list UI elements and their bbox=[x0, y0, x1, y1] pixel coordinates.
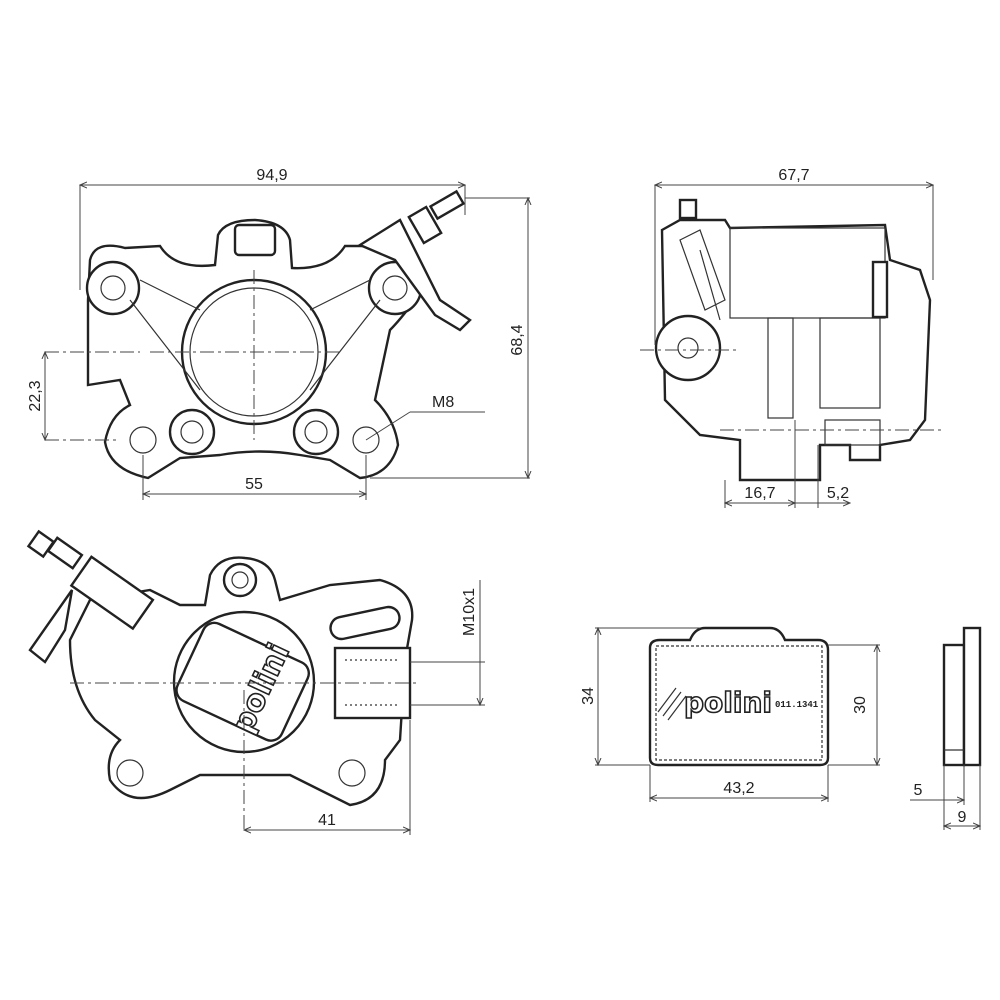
polini-logo-badge bbox=[175, 621, 310, 742]
side-view: 67,7 16,7 5,2 bbox=[640, 167, 945, 508]
dim-thread-m10x1: M10x1 bbox=[461, 588, 478, 636]
dim-pad-16-7: 16,7 bbox=[744, 485, 775, 502]
brake-pad-view: polini 011.1341 34 30 43,2 bbox=[580, 626, 880, 802]
dim-gap-5-2: 5,2 bbox=[827, 485, 849, 502]
dim-mount-spacing-55: 55 bbox=[245, 476, 263, 493]
dim-total-9: 9 bbox=[958, 809, 967, 826]
pad-profile-view: 5 9 bbox=[910, 626, 982, 830]
rear-view: polini M10x1 41 bbox=[26, 529, 485, 835]
dim-height-30: 30 bbox=[852, 696, 869, 714]
pad-polini-logo: polini bbox=[657, 685, 773, 721]
dim-height-34: 34 bbox=[580, 687, 597, 705]
pad-logo-text: polini bbox=[684, 686, 772, 719]
dim-thread-m8: M8 bbox=[432, 394, 454, 411]
dim-width-67-7: 67,7 bbox=[778, 167, 809, 184]
dim-width-43-2: 43,2 bbox=[723, 780, 754, 797]
dim-width-94-9: 94,9 bbox=[256, 167, 287, 184]
bleed-valve-rear bbox=[26, 529, 155, 664]
dim-backing-5: 5 bbox=[914, 782, 923, 799]
dim-height-68-4: 68,4 bbox=[509, 324, 526, 355]
bleed-valve bbox=[357, 189, 472, 332]
dim-offset-41: 41 bbox=[318, 812, 336, 829]
dim-offset-22-3: 22,3 bbox=[27, 380, 44, 411]
front-view: 94,9 68,4 22,3 M8 55 bbox=[27, 167, 530, 500]
pad-part-code: 011.1341 bbox=[775, 700, 819, 710]
